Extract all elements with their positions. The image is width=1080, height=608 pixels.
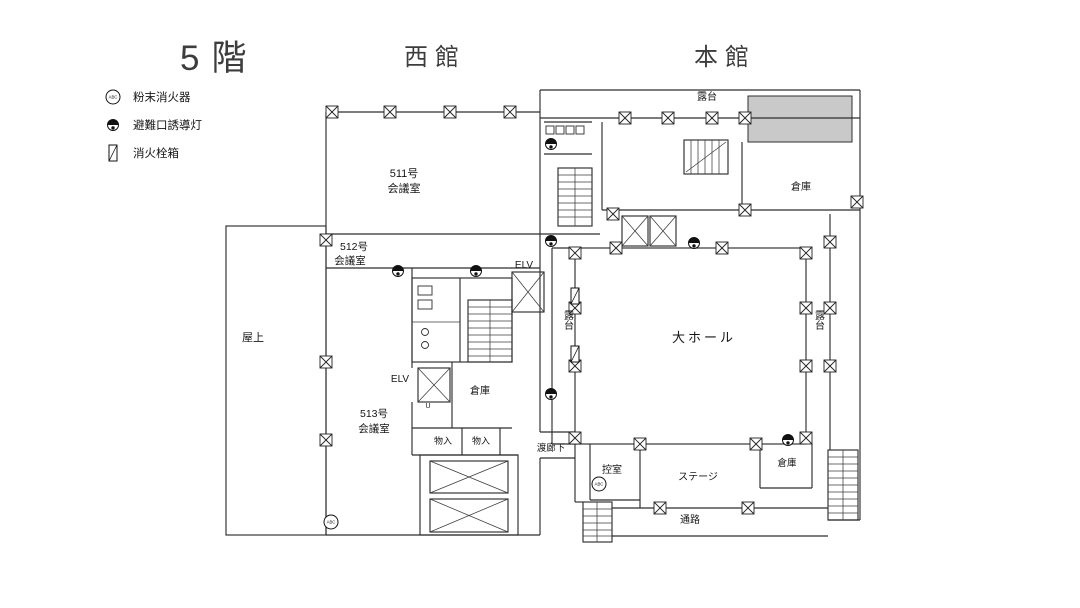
u-mark: U [425, 403, 430, 410]
room-512-type: 会議室 [334, 254, 366, 267]
column-icon [606, 207, 620, 221]
column-icon [850, 195, 864, 209]
balcony-top-label: 露台 [697, 90, 717, 103]
room-511-number: 511号 [390, 167, 419, 180]
stairs [467, 139, 859, 543]
balcony-left-label: 露台 [562, 310, 574, 331]
column-icon [705, 111, 719, 125]
column-icon [618, 111, 632, 125]
elevator-lower-label: ELV [391, 374, 409, 385]
column-icon [799, 246, 813, 260]
exit-light-icon [470, 265, 482, 277]
column-icon [383, 105, 397, 119]
column-icon [823, 235, 837, 249]
exit-light-icon [392, 265, 404, 277]
column-icon [661, 111, 675, 125]
room-513-number: 513号 [360, 408, 388, 420]
exit-light-icon [107, 119, 119, 131]
column-icon [319, 433, 333, 447]
legend-hydrant-label: 消火栓箱 [133, 146, 179, 160]
hydrant-box-icon [570, 287, 580, 305]
column-icon [653, 501, 667, 515]
column-icon [609, 241, 623, 255]
column-icon [325, 105, 339, 119]
west-wing-title: 西館 [404, 44, 466, 71]
abc-extinguisher-icon [323, 514, 339, 530]
legend-extinguisher-label: 粉末消火器 [133, 90, 191, 104]
column-icon [503, 105, 517, 119]
abc-extinguisher-icon [591, 476, 607, 492]
closet-2-label: 物入 [472, 435, 490, 446]
column-icon [799, 431, 813, 445]
main-hall-label: 大ホール [672, 330, 736, 345]
column-icon [633, 437, 647, 451]
exit-light-icon [545, 388, 557, 400]
shaded-roof-area [747, 95, 853, 143]
main-wing-title: 本館 [694, 44, 756, 71]
balcony-right-label: 露台 [813, 310, 825, 331]
exit-light-icon [545, 138, 557, 150]
room-513-type: 会議室 [358, 422, 390, 435]
exit-light-icon [688, 237, 700, 249]
west-building-walls [225, 111, 600, 536]
closet-1-label: 物入 [434, 435, 452, 446]
storage-west-label: 倉庫 [470, 384, 490, 397]
column-icon [715, 241, 729, 255]
storage-south-label: 倉庫 [777, 457, 797, 469]
legend: 粉末消火器 避難口誘導灯 消火栓箱 [105, 89, 202, 162]
column-icon [738, 203, 752, 217]
abc-extinguisher-icon [105, 89, 121, 105]
column-icon [319, 355, 333, 369]
hydrant-box-icon [108, 144, 118, 162]
legend-exit-light-label: 避難口誘導灯 [133, 118, 202, 132]
floor-title: 5階 [180, 39, 258, 78]
exit-light-icon [782, 434, 794, 446]
column-icon [568, 431, 582, 445]
elevator-upper-label: ELV [515, 260, 533, 271]
rooftop-label: 屋上 [242, 331, 264, 344]
column-icon [799, 301, 813, 315]
room-511-type: 会議室 [388, 181, 421, 195]
hydrant-box-icon [570, 345, 580, 363]
column-icon [319, 233, 333, 247]
headers: 5階 西館 本館 [180, 39, 756, 78]
waiting-room-label: 控室 [602, 463, 622, 476]
room-labels: 511号 会議室 512号 会議室 屋上 ELV ELV U 倉庫 513号 会… [242, 90, 825, 526]
column-icon [799, 359, 813, 373]
exit-light-icon [545, 235, 557, 247]
column-icon [741, 501, 755, 515]
column-icon [443, 105, 457, 119]
bridge-corridor-label: 渡廊下 [537, 442, 566, 454]
column-icon [749, 437, 763, 451]
column-icon [568, 246, 582, 260]
room-512-number: 512号 [340, 241, 368, 253]
stage-label: ステージ [678, 472, 718, 483]
column-icon [823, 301, 837, 315]
column-icon [823, 359, 837, 373]
main-building-walls [539, 89, 861, 537]
passage-label: 通路 [680, 513, 700, 526]
storage-ne-label: 倉庫 [791, 180, 811, 193]
elevator-shafts [417, 215, 677, 403]
column-icon [738, 111, 752, 125]
